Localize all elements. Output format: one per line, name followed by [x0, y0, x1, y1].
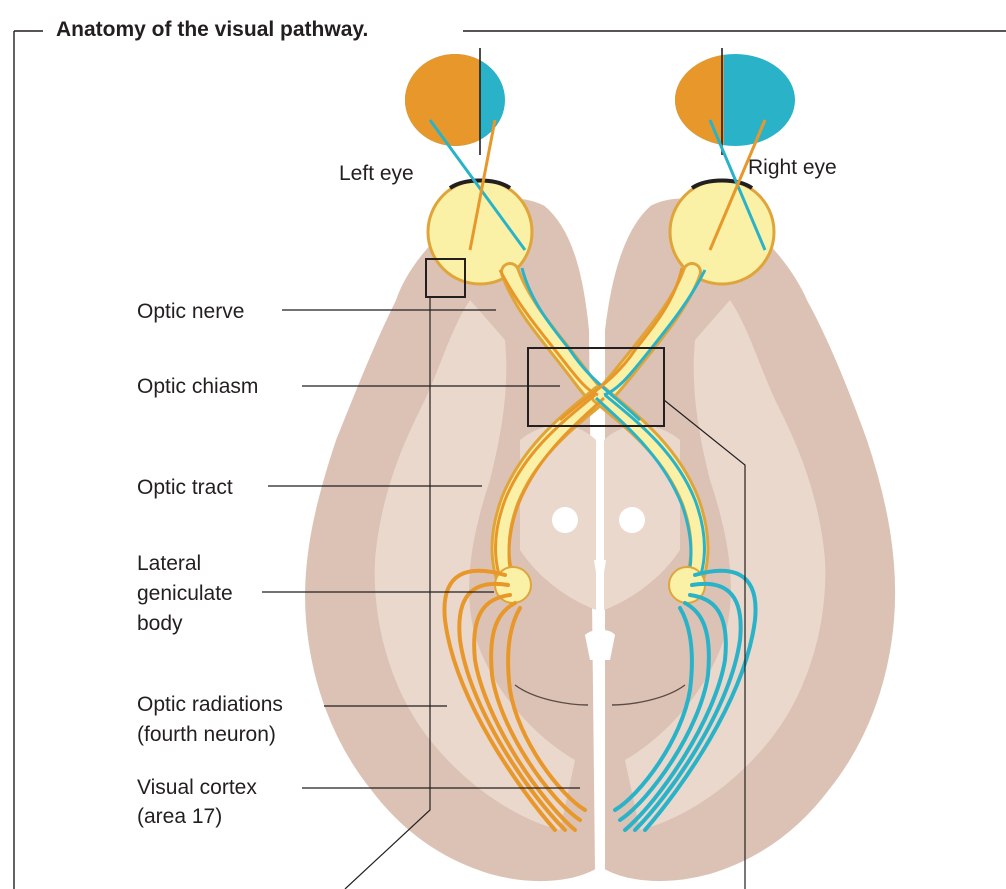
svg-text:geniculate: geniculate: [137, 582, 233, 605]
right-ventricle-mark: [619, 507, 645, 533]
svg-text:(fourth neuron): (fourth neuron): [137, 723, 276, 746]
left-eye-label: Left eye: [339, 162, 414, 185]
svg-text:Optic tract: Optic tract: [137, 476, 233, 499]
left-ventricle-mark: [552, 507, 578, 533]
svg-text:Optic chiasm: Optic chiasm: [137, 375, 258, 398]
brain: [304, 198, 896, 889]
svg-text:(area 17): (area 17): [137, 805, 222, 828]
lgb-label-line-2: geniculate: [137, 582, 233, 605]
optic-nerve-label: Optic nerve: [137, 300, 244, 323]
visual-cortex-label-line-2: (area 17): [137, 805, 222, 828]
svg-text:body: body: [137, 612, 183, 635]
figure-title: Anatomy of the visual pathway.: [56, 18, 368, 41]
right-eye-label: Right eye: [748, 156, 837, 179]
lgb-label-line-1: Lateral: [137, 552, 201, 575]
lgb-label-line-3: body: [137, 612, 183, 635]
right-visual-field: [675, 48, 795, 155]
optic-radiations-label-line-1: Optic radiations: [137, 693, 283, 716]
svg-text:Optic radiations: Optic radiations: [137, 693, 283, 716]
optic-radiations-label-line-2: (fourth neuron): [137, 723, 276, 746]
svg-text:Lateral: Lateral: [137, 552, 201, 575]
optic-chiasm-label: Optic chiasm: [137, 375, 258, 398]
svg-text:Visual cortex: Visual cortex: [137, 776, 257, 799]
svg-text:Optic nerve: Optic nerve: [137, 300, 244, 323]
optic-tract-label: Optic tract: [137, 476, 233, 499]
visual-cortex-label-line-1: Visual cortex: [137, 776, 257, 799]
